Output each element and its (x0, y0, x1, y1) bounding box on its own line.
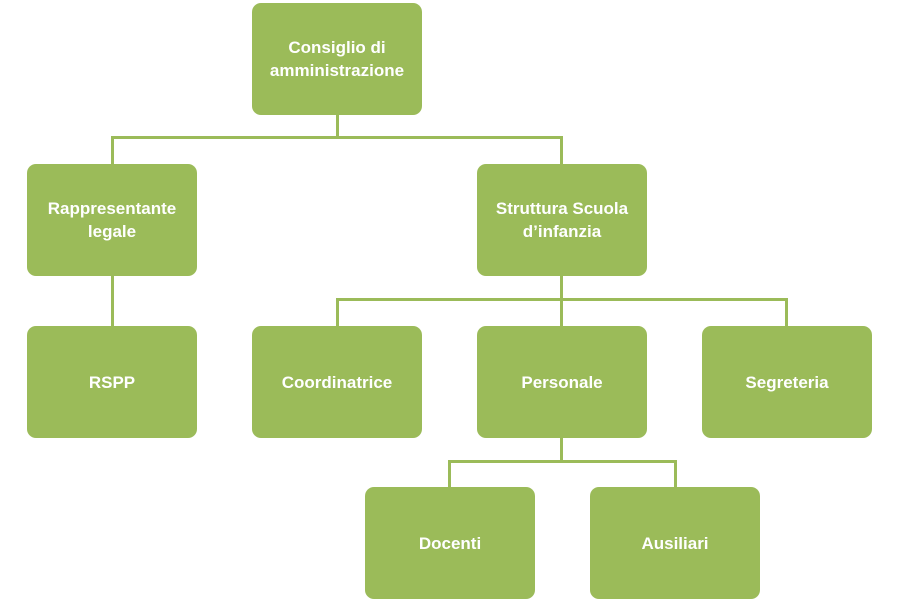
node-segreteria: Segreteria (702, 326, 872, 438)
node-label: RSPP (88, 372, 136, 392)
node-ausiliari: Ausiliari (590, 487, 760, 599)
node-docenti: Docenti (365, 487, 535, 599)
node-rappresentante-legale: Rappresentante legale (27, 164, 197, 276)
node-label: Consiglio di amministrazione (269, 38, 405, 80)
connector-struttura-stem (560, 274, 563, 300)
node-coordinatrice: Coordinatrice (252, 326, 422, 438)
node-rspp: RSPP (27, 326, 197, 438)
connector-rappresentante-rspp (111, 274, 114, 328)
connector-docenti-drop (448, 460, 451, 489)
connector-personale-drop (560, 298, 563, 328)
node-consiglio-di-amministrazione: Consiglio di amministrazione (252, 3, 422, 115)
node-struttura-scuola-infanzia: Struttura Scuola d’infanzia (477, 164, 647, 276)
node-label: Personale (521, 372, 603, 392)
node-label: Ausiliari (641, 533, 709, 553)
connector-rappresentante-drop (111, 136, 114, 166)
connector-coordinatrice-drop (336, 298, 339, 328)
connector-consiglio-stem (336, 113, 339, 138)
node-label: Struttura Scuola d’infanzia (495, 199, 629, 241)
connector-personale-stem (560, 436, 563, 462)
connector-segreteria-drop (785, 298, 788, 328)
connector-struttura-drop (560, 136, 563, 166)
node-personale: Personale (477, 326, 647, 438)
node-label: Rappresentante legale (47, 199, 177, 241)
connector-level3-bar (448, 460, 677, 463)
node-label: Coordinatrice (281, 372, 393, 392)
connector-level1-bar (111, 136, 563, 139)
node-label: Docenti (418, 533, 482, 553)
node-label: Segreteria (745, 372, 829, 392)
connector-ausiliari-drop (674, 460, 677, 489)
